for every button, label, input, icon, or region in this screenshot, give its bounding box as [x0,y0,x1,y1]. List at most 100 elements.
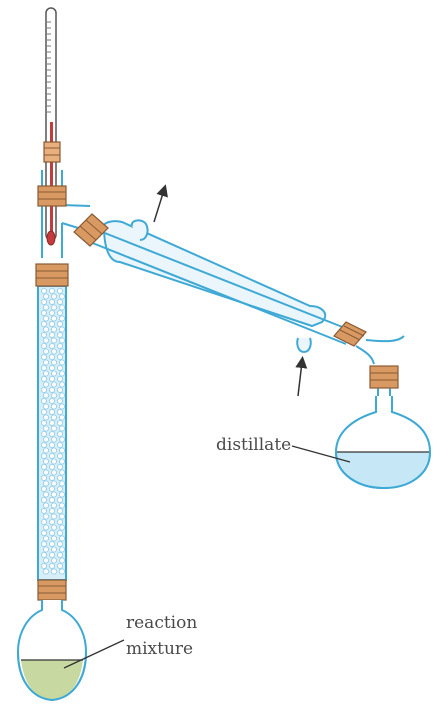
glass-bead [41,452,48,459]
glass-bead [49,452,56,459]
distillate-leader-line [291,445,351,463]
glass-bead [59,568,66,575]
glass-bead [41,474,48,481]
glass-bead [57,452,64,459]
glass-bead [49,463,56,470]
glass-bead [59,315,66,322]
glass-bead [41,496,48,503]
glass-bead [57,331,64,338]
glass-bead [41,375,48,382]
receiving-flask [334,396,432,490]
glass-bead [49,563,56,570]
glass-bead [57,563,64,570]
glass-bead [51,304,58,311]
glass-bead [43,502,50,509]
glass-bead [49,441,56,448]
glass-bead [51,491,58,498]
glass-bead [49,386,56,393]
glass-bead [41,485,48,492]
glass-bead [43,535,50,542]
glass-bead [43,524,50,531]
glass-bead [49,519,56,526]
glass-bead [51,568,58,575]
glass-bead [51,436,58,443]
thermometer-bulb [46,230,56,246]
glass-bead [41,430,48,437]
glass-bead [51,447,58,454]
glass-bead [59,293,66,300]
glass-bead [41,519,48,526]
glass-bead [43,513,50,520]
glass-bead [57,364,64,371]
glass-bead [51,524,58,531]
glass-bead [41,507,48,514]
glass-bead [41,287,48,294]
glass-bead [51,337,58,344]
glass-bead [43,546,50,553]
glass-bead [41,563,48,570]
glass-bead [57,408,64,415]
glass-bead [57,298,64,305]
distillate-liquid [337,452,429,488]
glass-bead [59,447,66,454]
glass-bead [57,541,64,548]
glass-bead [43,568,50,575]
glass-bead [51,458,58,465]
glass-bead [57,507,64,514]
glass-bead [41,552,48,559]
glass-bead [43,348,50,355]
liebig-condenser [89,219,351,354]
glass-bead [43,326,50,333]
glass-bead [51,392,58,399]
glass-bead [43,414,50,421]
glass-bead [41,364,48,371]
glass-bead [59,304,66,311]
glass-bead [43,447,50,454]
glass-bead [51,326,58,333]
glass-bead [59,546,66,553]
glass-bead [51,557,58,564]
glass-bead [57,353,64,360]
water-out-arrow [153,184,168,223]
thermometer [45,7,57,246]
glass-bead [51,315,58,322]
glass-bead [57,530,64,537]
glass-bead [49,419,56,426]
glass-bead [59,370,66,377]
glass-bead [41,463,48,470]
glass-bead [41,342,48,349]
glass-bead [49,364,56,371]
glass-bead [59,359,66,366]
glass-bead [51,425,58,432]
reaction-flask [16,600,88,702]
glass-bead [49,397,56,404]
glass-bead [41,408,48,415]
still-head-stopper [37,185,67,207]
fractionating-column [37,285,67,581]
glass-bead [51,381,58,388]
glass-bead [59,348,66,355]
glass-bead [57,375,64,382]
mercury-column [50,122,53,234]
glass-bead [43,425,50,432]
glass-bead [49,408,56,415]
glass-bead [51,502,58,509]
reaction-mixture-label-line1: reaction [126,613,197,633]
glass-bead [59,326,66,333]
glass-bead [43,469,50,476]
glass-bead [43,480,50,487]
reaction-mixture-label-line2: mixture [126,639,193,659]
glass-bead [49,541,56,548]
glass-bead [51,469,58,476]
reaction-mixture-leader-line [63,639,125,669]
glass-bead [57,519,64,526]
glass-bead [43,458,50,465]
glass-bead [51,480,58,487]
glass-bead [41,331,48,338]
glass-bead [43,304,50,311]
glass-bead [43,315,50,322]
glass-bead [59,403,66,410]
glass-bead [57,463,64,470]
reaction-mixture-liquid [21,660,83,700]
